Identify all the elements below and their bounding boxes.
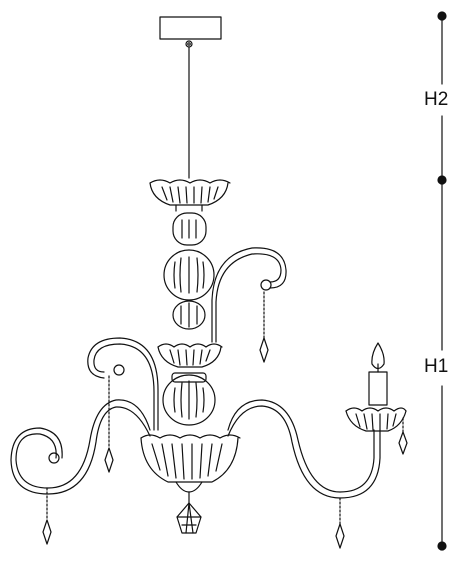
dimension-point-mid: [437, 175, 447, 185]
top-crown-cup: [149, 179, 231, 212]
candle-holder: [345, 342, 408, 455]
lower-arm-left: [10, 399, 151, 545]
glass-ball-lower: [162, 372, 216, 426]
central-cup: [157, 343, 223, 368]
lower-arm-right: [227, 399, 381, 549]
stem-collar: [172, 212, 207, 246]
dimension-label-h2: H2: [424, 89, 449, 110]
dimension-label-h1: H1: [424, 356, 449, 377]
upper-arm-left: [87, 337, 159, 473]
bottom-bowl: [140, 434, 241, 493]
glass-ball-upper: [163, 249, 215, 301]
bottom-crystal-pendant: [176, 491, 202, 534]
dimension-line: [437, 11, 447, 551]
dimension-point-top: [437, 11, 447, 21]
upper-arm-right: [211, 247, 287, 363]
glass-ball-small: [172, 300, 206, 330]
dimension-point-bottom: [437, 541, 447, 551]
ceiling-canopy: [159, 16, 222, 48]
candle: [368, 371, 388, 406]
